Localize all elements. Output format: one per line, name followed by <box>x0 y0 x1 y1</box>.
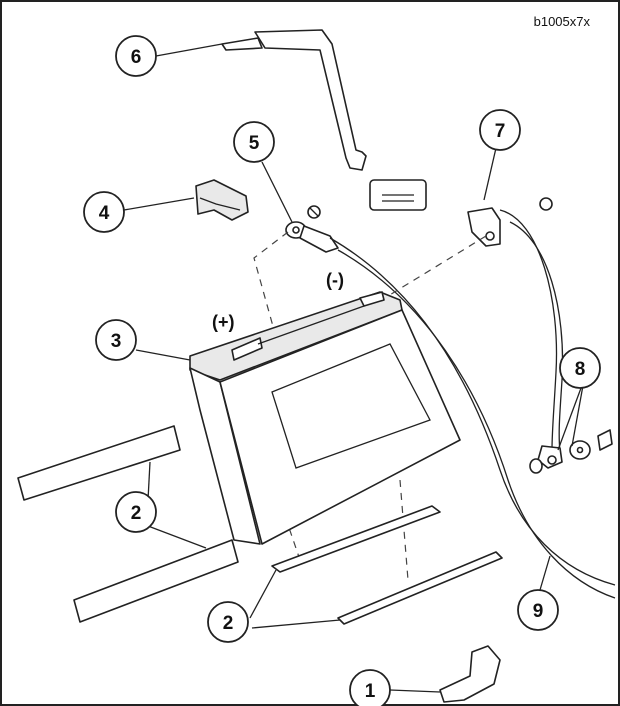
callout-4: 4 <box>83 191 125 233</box>
negative-polarity-label: (-) <box>326 270 344 290</box>
callout-7: 7 <box>479 109 521 151</box>
part-8-hardware <box>529 429 613 474</box>
part-9-cable <box>329 237 616 599</box>
svg-text:3: 3 <box>111 331 122 352</box>
svg-text:2: 2 <box>223 613 234 634</box>
svg-text:5: 5 <box>249 133 260 154</box>
part-2-pads <box>17 425 503 625</box>
part-5-positive-cable <box>285 205 339 253</box>
svg-text:2: 2 <box>131 503 142 524</box>
callout-8: 8 <box>559 347 601 389</box>
callout-2: 2 <box>115 491 157 533</box>
svg-text:8: 8 <box>575 359 586 380</box>
part-3-battery <box>189 291 461 545</box>
part-6-strap <box>221 29 427 211</box>
part-1-bracket <box>439 645 501 703</box>
callout-3: 3 <box>95 319 137 361</box>
reference-code: b1005x7x <box>533 14 590 29</box>
part-4-terminal-cover <box>195 179 249 221</box>
callout-2: 2 <box>207 601 249 643</box>
callout-6: 6 <box>115 35 157 77</box>
callout-leaders <box>123 43 585 693</box>
callout-1: 1 <box>349 669 391 706</box>
svg-text:9: 9 <box>533 601 544 622</box>
svg-text:4: 4 <box>99 203 110 224</box>
svg-text:6: 6 <box>131 47 142 68</box>
positive-polarity-label: (+) <box>212 312 235 332</box>
callout-5: 5 <box>233 121 275 163</box>
callout-9: 9 <box>517 589 559 631</box>
svg-text:7: 7 <box>495 121 506 142</box>
svg-text:1: 1 <box>365 681 376 702</box>
